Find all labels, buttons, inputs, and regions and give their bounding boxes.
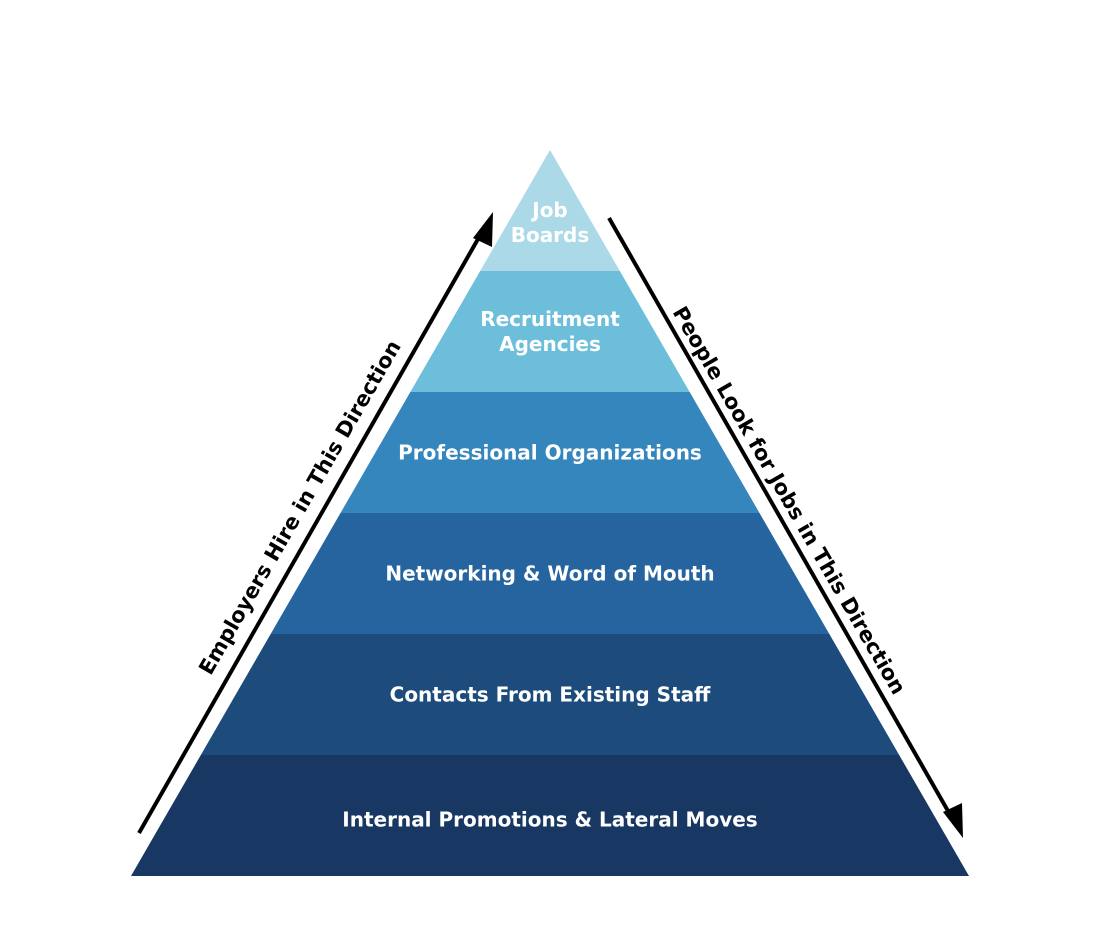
pyramid-tier-3-label: Professional Organizations (398, 441, 702, 465)
pyramid-tier-1 (480, 150, 620, 271)
pyramid-tier-5-label-line: Contacts From Existing Staff (390, 683, 712, 707)
pyramid-tier-4-label-line: Networking & Word of Mouth (385, 562, 714, 586)
pyramid-tier-4 (270, 513, 830, 634)
pyramid-tier-4-label: Networking & Word of Mouth (385, 562, 714, 586)
pyramid-tier-2 (410, 271, 690, 392)
pyramid-tier-6 (131, 755, 969, 876)
pyramid-tier-3 (340, 392, 760, 513)
pyramid-tier-3-label-line: Professional Organizations (398, 441, 702, 465)
people-arrowhead (943, 803, 963, 838)
pyramid-tier-5 (200, 634, 900, 755)
pyramid-tier-1-label-line: Boards (511, 223, 590, 247)
pyramid-tier-1-label-line: Job (530, 198, 568, 222)
pyramid-tier-6-label: Internal Promotions & Lateral Moves (342, 808, 757, 832)
pyramid-tier-6-label-line: Internal Promotions & Lateral Moves (342, 808, 757, 832)
pyramid-tier-5-label: Contacts From Existing Staff (390, 683, 712, 707)
employers-arrowhead (473, 212, 493, 247)
pyramid-tier-2-label-line: Recruitment (480, 307, 620, 331)
pyramid-tier-2-label-line: Agencies (499, 332, 601, 356)
